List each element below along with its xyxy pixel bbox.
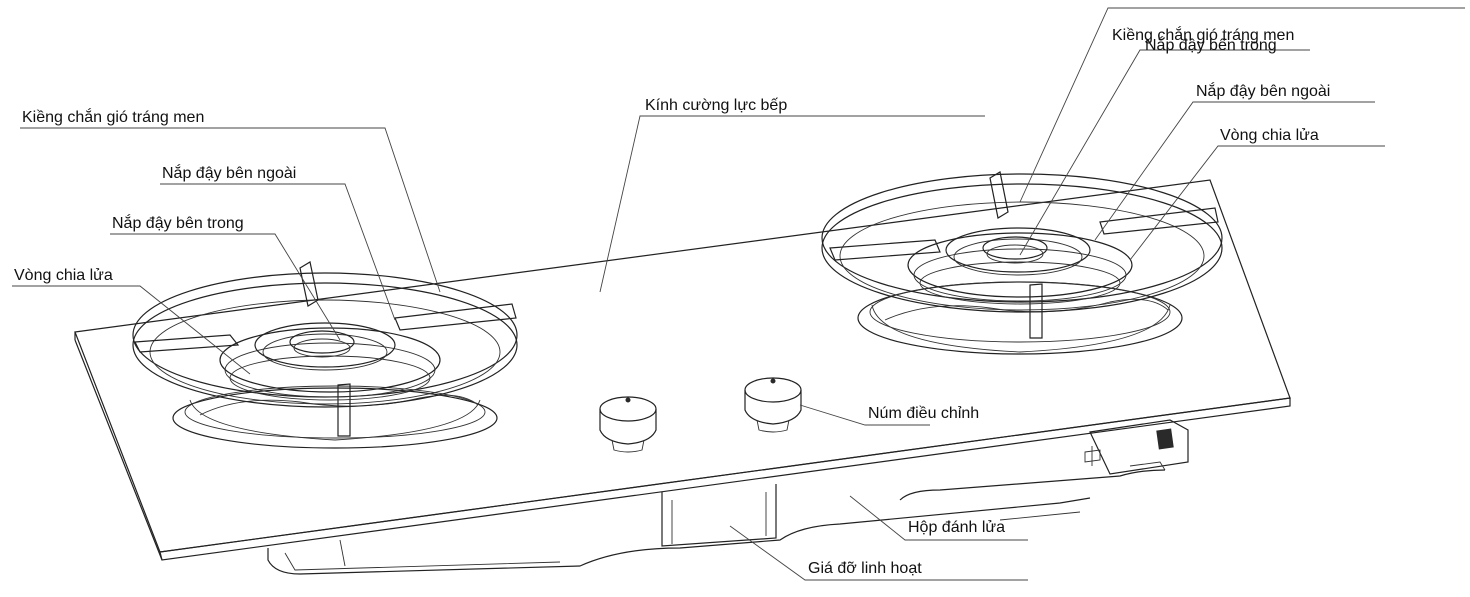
left-burner <box>132 261 518 449</box>
callout-labels: Kiềng chắn gió tráng men Nắp đậy bên ngo… <box>14 25 1330 577</box>
label-right-outer-cap: Nắp đậy bên ngoài <box>1196 81 1330 100</box>
flexible-bracket <box>661 484 777 547</box>
label-left-flame-ring: Vòng chia lửa <box>14 267 113 284</box>
label-bracket: Giá đỡ linh hoạt <box>808 560 922 577</box>
label-left-inner-cap: Nắp đậy bên trong <box>112 213 244 232</box>
label-ignition-box: Hộp đánh lửa <box>908 519 1005 536</box>
tempered-glass-plate <box>74 179 1291 561</box>
ignition-box <box>1084 419 1189 475</box>
label-right-flame-ring: Vòng chia lửa <box>1220 127 1319 144</box>
label-right-windshield: Kiềng chắn gió tráng men <box>1112 25 1294 44</box>
label-left-outer-cap: Nắp đậy bên ngoài <box>162 163 296 182</box>
label-left-windshield: Kiềng chắn gió tráng men <box>22 107 204 126</box>
label-knob: Núm điều chỉnh <box>868 405 979 422</box>
label-right-inner-cap: Nắp đậy bên trong <box>1145 35 1277 54</box>
control-knob-right <box>744 377 802 433</box>
leader-lines <box>12 7 1465 581</box>
right-burner <box>821 171 1223 355</box>
label-glass: Kính cường lực bếp <box>645 97 787 114</box>
control-knob-left <box>599 396 657 453</box>
bottom-frame <box>267 469 1166 575</box>
